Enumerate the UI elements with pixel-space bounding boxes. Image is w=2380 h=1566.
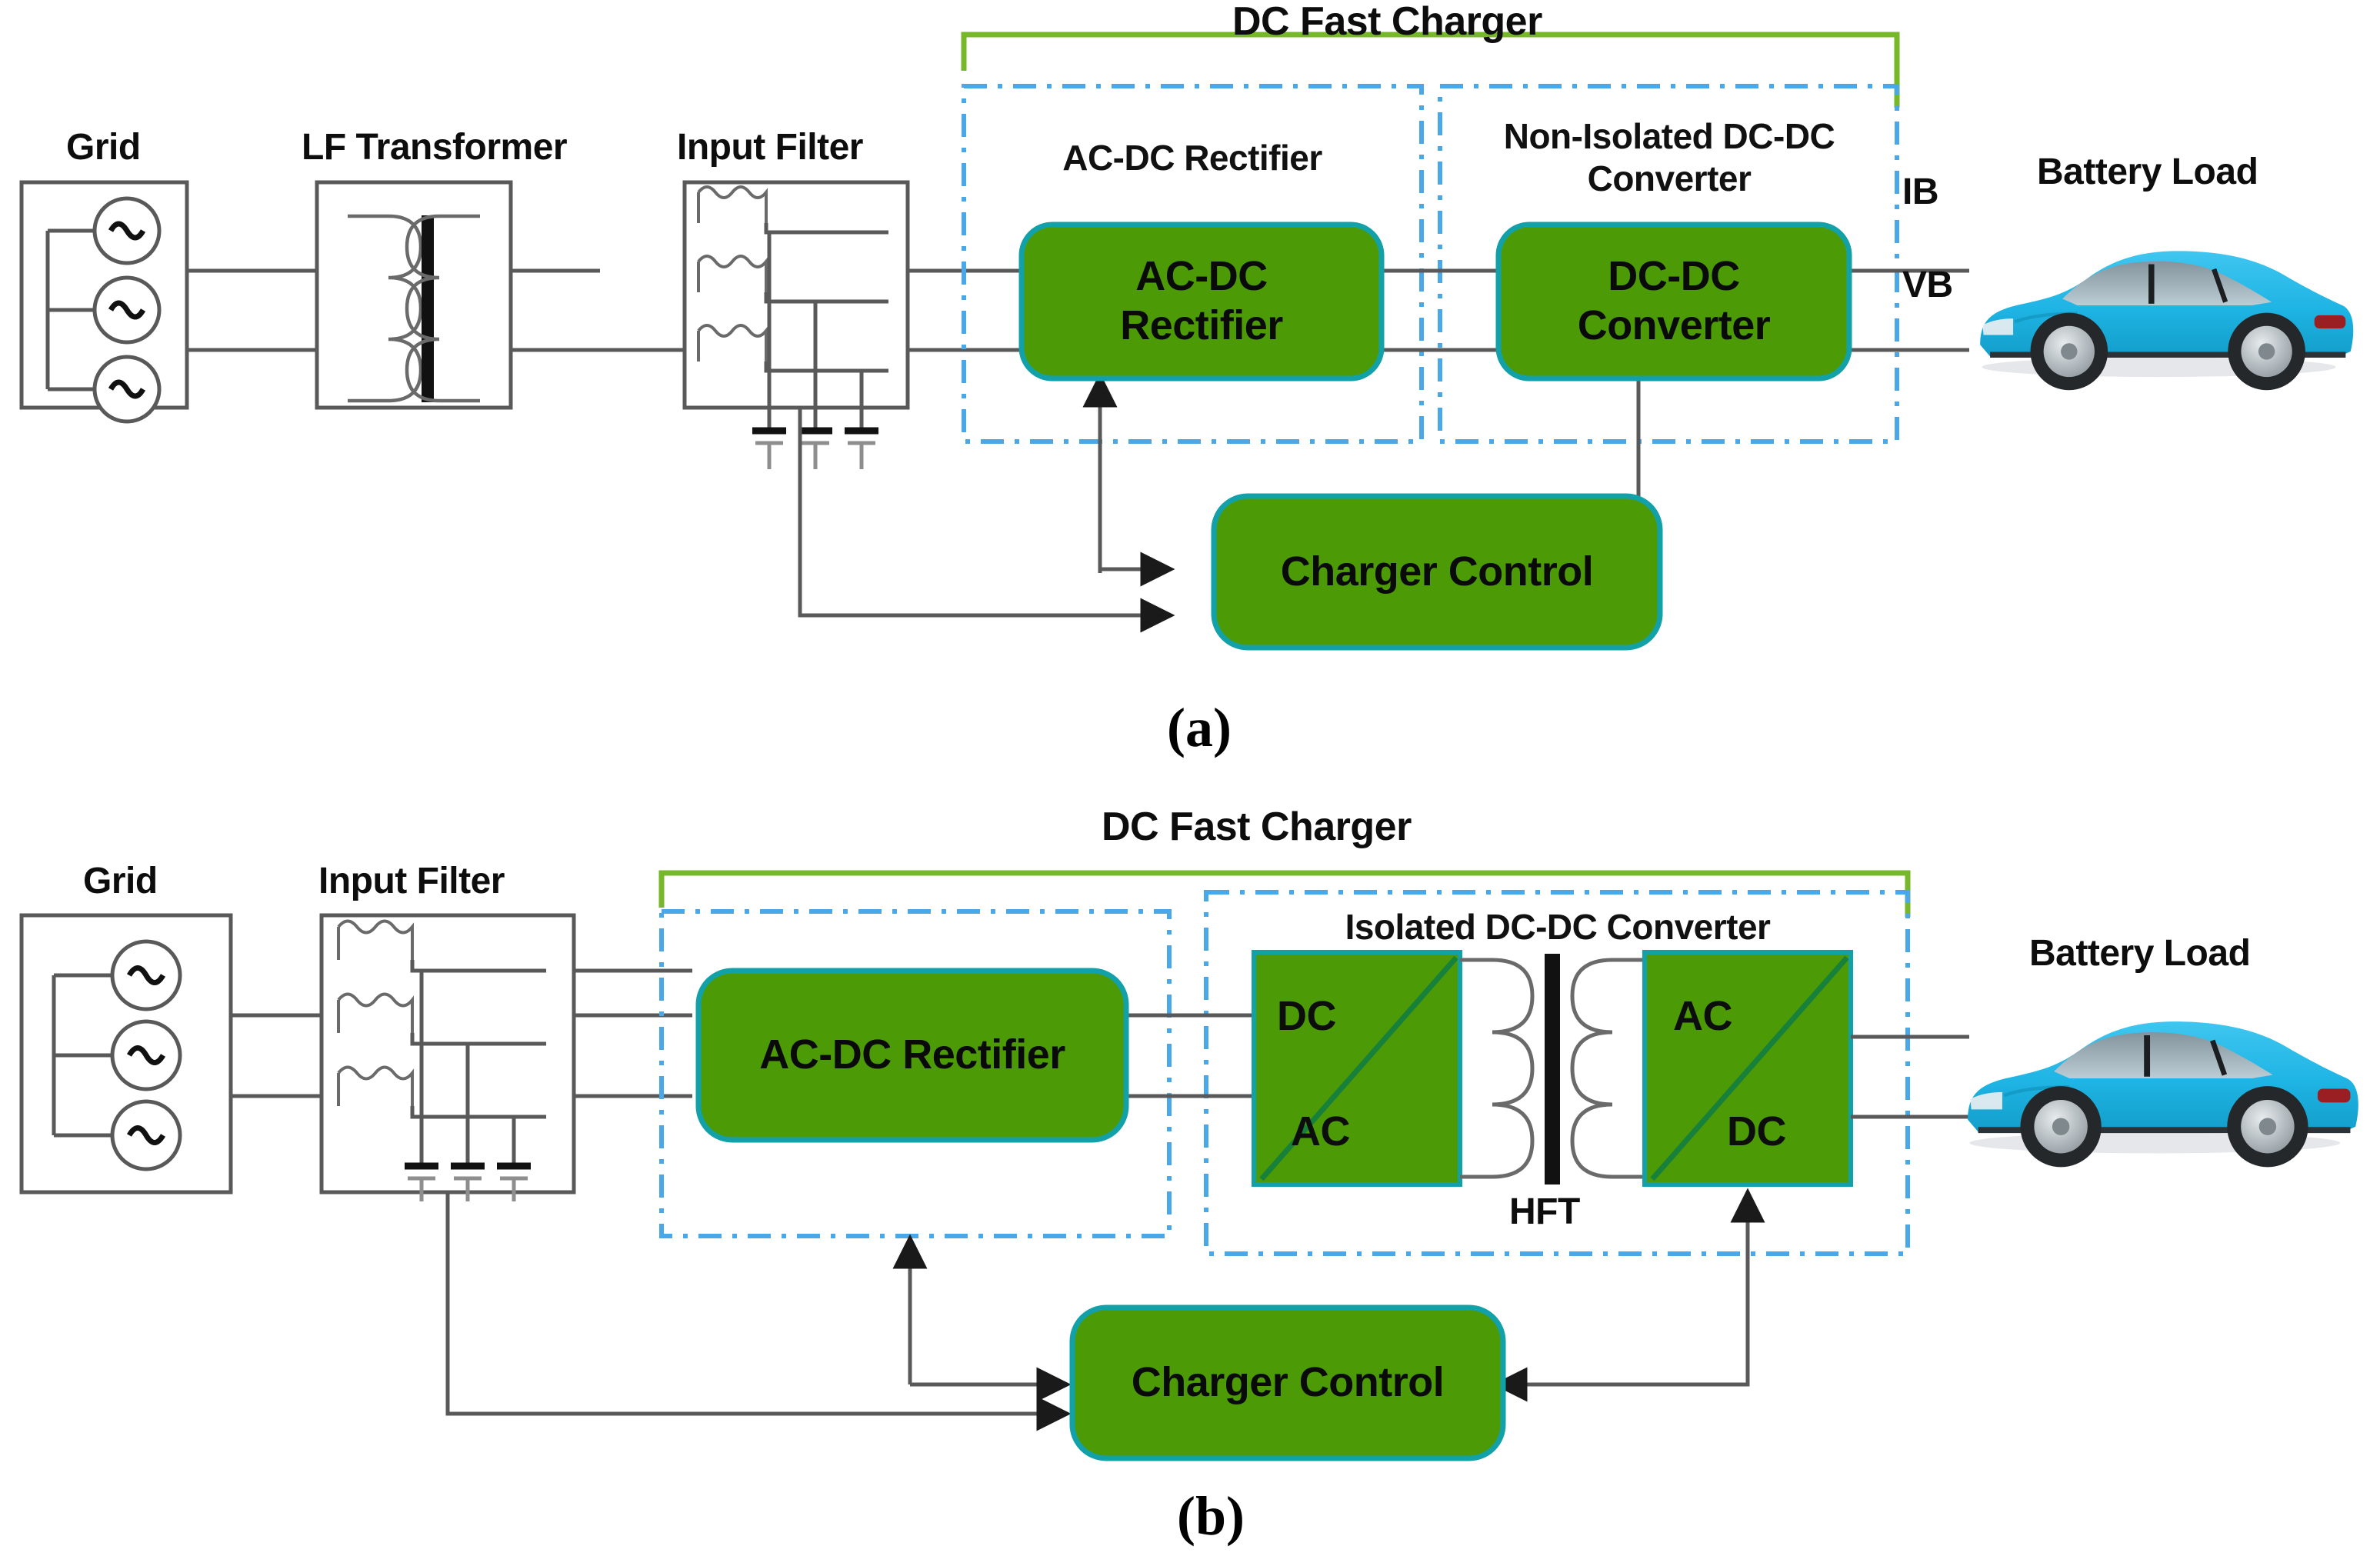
battery-load-car-b [1968,1021,2358,1168]
panel-a-grid-label: Grid [66,127,141,168]
panel-a-lf-transformer-label: LF Transformer [302,127,568,168]
panel-b-battery-load-label: Battery Load [2029,933,2251,974]
panel-a-caption: (a) [1167,697,1232,758]
panel-a-group-ac-dc-rectifier: AC-DC Rectifier [1062,138,1322,178]
panel-a-signal-vb: VB [1902,265,1953,305]
panel-b-group-isolated-dcdc: Isolated DC-DC Converter [1345,907,1771,947]
panel-b-secondary-cell-top: AC [1673,993,1733,1039]
battery-load-car-a [1980,251,2354,391]
panel-a-title: DC Fast Charger [1232,0,1542,44]
panel-b-hft-label: HFT [1509,1191,1580,1232]
panel-b-primary-cell-top: DC [1277,993,1337,1039]
panel-a-input-filter-label: Input Filter [677,127,863,168]
panel-a-battery-load-label: Battery Load [2037,152,2258,192]
panel-b-primary-cell-bottom: AC [1291,1108,1351,1155]
panel-b-title: DC Fast Charger [1102,805,1412,849]
panel-b-secondary-cell-bottom: DC [1727,1108,1787,1155]
panel-b-caption: (b) [1177,1485,1245,1547]
panel-b-grid-label: Grid [83,861,158,901]
panel-b-input-filter-label: Input Filter [318,861,505,901]
panel-a-signal-ib: IB [1902,172,1939,212]
